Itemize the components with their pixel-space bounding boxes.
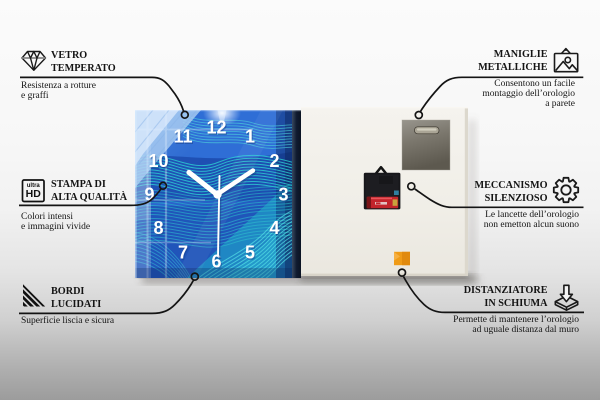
svg-text:4: 4 bbox=[270, 219, 280, 239]
svg-text:3: 3 bbox=[279, 186, 289, 206]
svg-text:5: 5 bbox=[245, 242, 255, 262]
svg-text:8: 8 bbox=[154, 219, 164, 239]
svg-text:1: 1 bbox=[246, 128, 256, 148]
svg-text:9: 9 bbox=[144, 184, 154, 204]
svg-text:4: 4 bbox=[269, 218, 279, 238]
svg-text:8: 8 bbox=[153, 218, 163, 238]
svg-text:7: 7 bbox=[178, 242, 188, 262]
svg-text:7: 7 bbox=[179, 244, 189, 264]
svg-text:2: 2 bbox=[269, 151, 279, 171]
svg-text:9: 9 bbox=[145, 186, 155, 206]
svg-text:10: 10 bbox=[149, 152, 169, 172]
svg-text:12: 12 bbox=[207, 119, 227, 139]
svg-text:11: 11 bbox=[173, 126, 192, 146]
svg-text:11: 11 bbox=[174, 128, 193, 148]
svg-text:6: 6 bbox=[212, 253, 222, 273]
svg-text:2: 2 bbox=[270, 152, 280, 172]
svg-text:10: 10 bbox=[148, 151, 168, 171]
svg-text:3: 3 bbox=[278, 184, 288, 204]
svg-text:5: 5 bbox=[246, 244, 256, 264]
svg-text:1: 1 bbox=[245, 126, 255, 146]
svg-text:12: 12 bbox=[206, 117, 226, 137]
svg-text:6: 6 bbox=[211, 251, 221, 271]
